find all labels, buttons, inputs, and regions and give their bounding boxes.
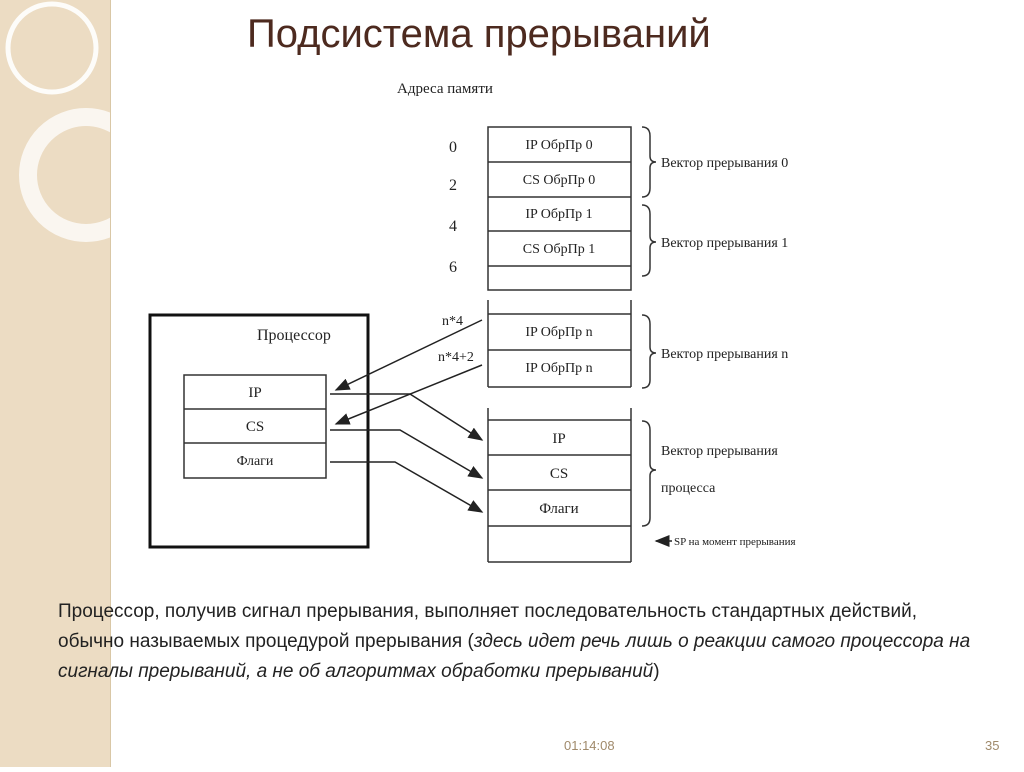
stack-cell-cs: CS [550,466,568,482]
memory-table-n [487,300,632,388]
footer-time: 01:14:08 [564,738,615,753]
process-vector-label-line2: процесса [661,481,716,496]
stack-table [487,408,632,563]
arrow-flags-to-stack [330,461,484,513]
memory-table-top [487,126,632,291]
address-6: 6 [449,259,457,276]
memory-cell-ip-0: IP ОбрПр 0 [525,138,592,153]
processor-box [148,313,370,549]
brace-vector-1 [641,204,657,277]
address-0: 0 [449,139,457,156]
address-n4-plus-2: n*4+2 [438,350,474,365]
vector-label-1: Вектор прерывания 1 [661,236,788,251]
interrupt-diagram: Адреса памяти 0 2 4 6 n*4 n*4+2 IP ОбрПр… [148,81,796,563]
slide-title: Подсистема прерываний [247,12,711,56]
description-closing-paren: ) [653,661,660,682]
register-cs: CS [246,419,264,435]
description-paragraph: Процессор, получив сигнал прерывания, вы… [58,597,978,687]
stack-cell-ip: IP [552,431,565,447]
processor-label: Процессор [257,327,331,344]
memory-cell-cs-1: CS ОбрПр 1 [523,242,595,257]
memory-cell-n-second: IP ОбрПр n [525,361,592,376]
sp-label: SP на момент прерывания [674,536,796,548]
brace-process-vector [641,420,657,527]
arrow-vector-ip-to-register [334,319,483,391]
address-2: 2 [449,177,457,194]
brace-vector-n [641,314,657,389]
arrow-ip-to-stack [330,393,484,441]
address-n4: n*4 [442,314,463,329]
memory-addresses-header: Адреса памяти [397,81,493,97]
memory-cell-ip-n: IP ОбрПр n [525,325,592,340]
vector-label-n: Вектор прерывания n [661,347,788,362]
address-4: 4 [449,218,457,235]
description-text: Процессор, получив сигнал прерывания, вы… [58,601,917,652]
processor-registers [183,374,327,479]
stack-cell-flags: Флаги [539,501,578,517]
decorative-side-band [0,0,153,767]
description-italic-text: здесь идет речь лишь о реакции самого пр… [58,631,971,682]
process-vector-label-line1: Вектор прерывания [661,444,778,459]
memory-cell-cs-0: CS ОбрПр 0 [523,173,595,188]
page-number: 35 [985,738,1000,753]
arrow-cs-to-stack [330,429,484,479]
register-ip: IP [248,385,261,401]
side-band-edge [110,0,111,767]
vector-label-0: Вектор прерывания 0 [661,156,788,171]
register-flags: Флаги [237,454,274,469]
memory-cell-ip-1: IP ОбрПр 1 [525,207,592,222]
brace-vector-0 [641,126,657,198]
